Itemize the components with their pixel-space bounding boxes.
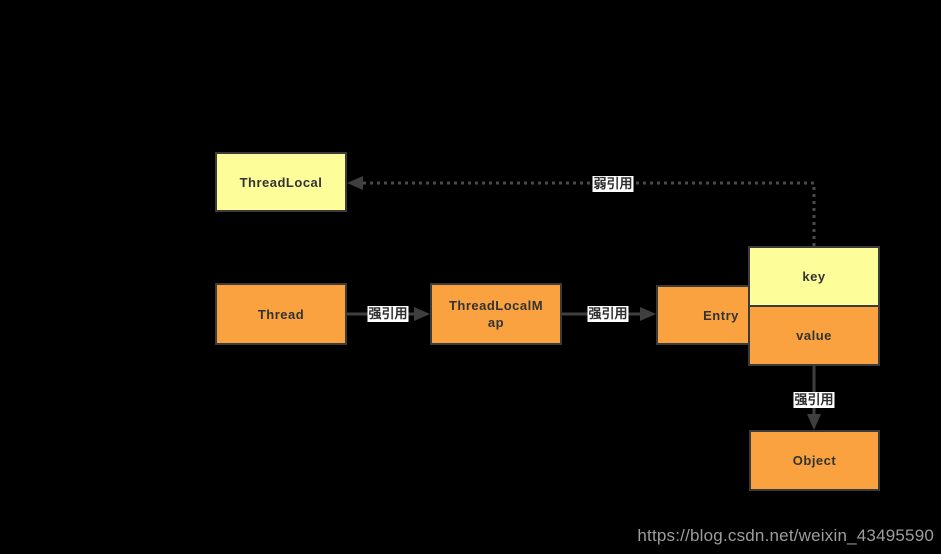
edge-label-strong-ref-value: 强引用 [793,392,835,408]
node-key: key [748,246,880,307]
arrowhead-right-icon [640,307,656,321]
edge-label-strong-ref-thread: 强引用 [367,306,409,322]
edge-key-to-threadlocal [347,176,816,246]
arrowhead-left-icon [347,176,363,190]
node-object: Object [749,430,880,491]
node-entry-label: Entry [703,307,739,323]
node-value: value [748,305,880,366]
node-threadlocalmap: ThreadLocalMap [430,283,562,345]
edge-label-strong-ref-map: 强引用 [587,306,629,322]
arrowhead-down-icon [807,414,821,430]
watermark-url: https://blog.csdn.net/weixin_43495590 [637,526,934,545]
arrowhead-right-icon [414,307,430,321]
node-object-label: Object [792,453,837,468]
node-threadlocal: ThreadLocal [215,152,347,212]
node-value-label: value [796,328,832,343]
node-threadlocalmap-label: ThreadLocalMap [448,298,544,330]
node-thread-label: Thread [257,306,305,322]
edge-label-weak-ref-key: 弱引用 [592,176,634,192]
node-threadlocal-label: ThreadLocal [239,174,323,190]
node-thread: Thread [215,283,347,345]
node-key-label: key [802,269,826,284]
